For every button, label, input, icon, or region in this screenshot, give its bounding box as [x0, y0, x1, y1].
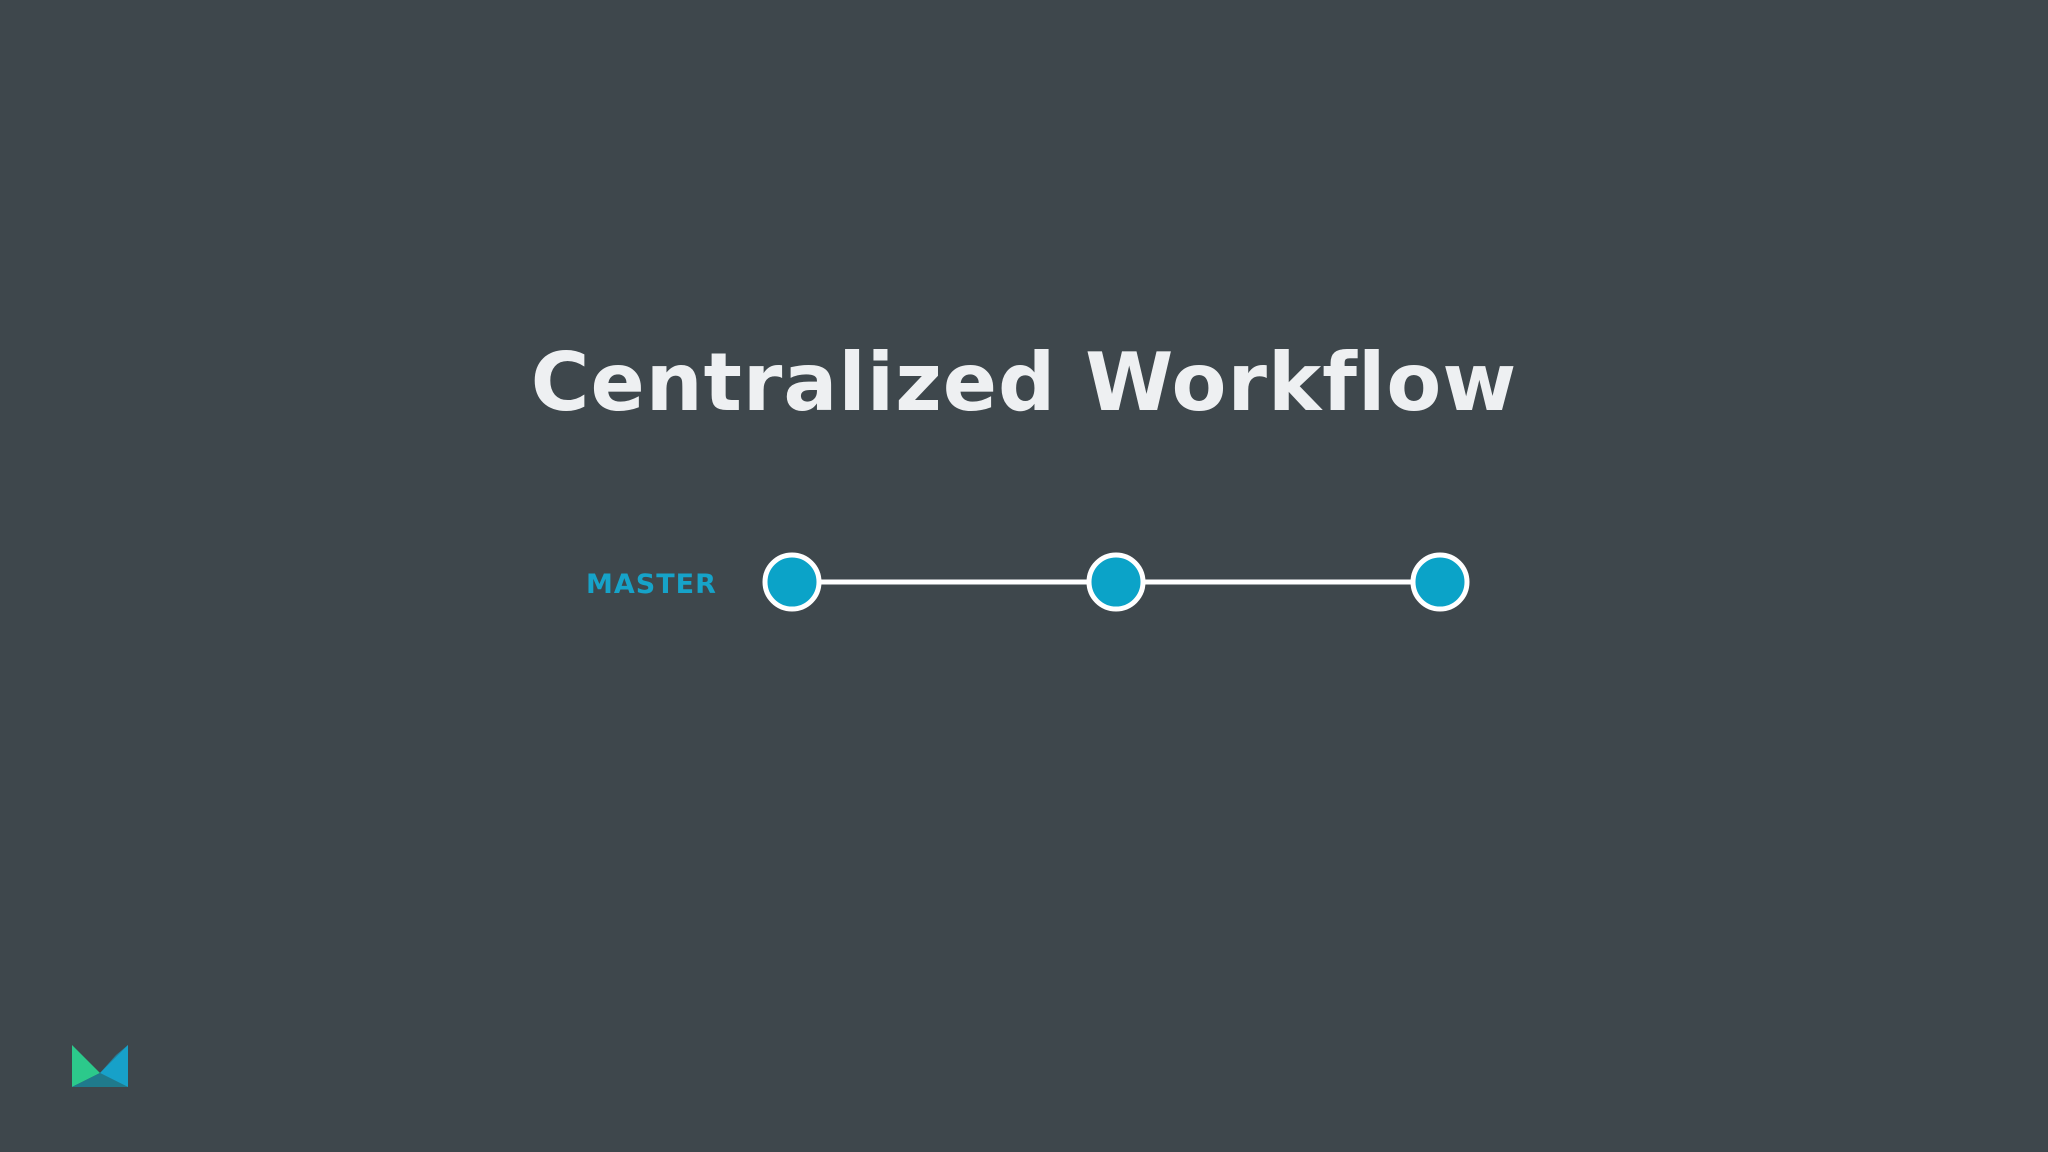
brand-logo-icon: [72, 1045, 128, 1087]
branch-label-master: MASTER: [586, 569, 717, 600]
commit-node: [762, 552, 822, 612]
commit-node: [1086, 552, 1146, 612]
slide-title: Centralized Workflow: [530, 336, 1518, 429]
commit-node: [1410, 552, 1470, 612]
commit-group: [762, 552, 1470, 612]
